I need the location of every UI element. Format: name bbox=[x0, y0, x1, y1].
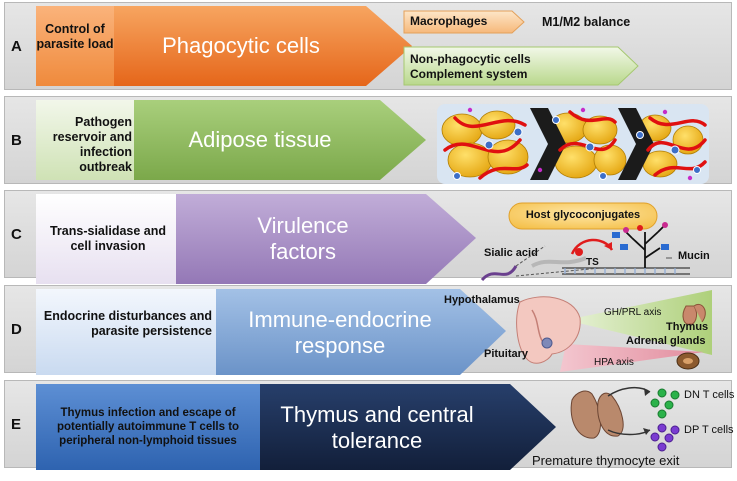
endocrine-axes-illustration bbox=[516, 290, 712, 372]
thymus-illustration bbox=[570, 386, 680, 452]
mucin-label: Mucin bbox=[678, 250, 710, 262]
host-glycoconjugates-label: Host glycoconjugates bbox=[525, 209, 641, 221]
row-letter: A bbox=[11, 37, 22, 55]
adrenal-glands-label: Adrenal glands bbox=[626, 335, 706, 347]
row-e-left-label: Thymus infection and escape of potential… bbox=[56, 407, 240, 447]
row-e-left-box bbox=[36, 384, 260, 470]
macrophages-arrow bbox=[403, 10, 525, 34]
non-phagocytic-label: Non-phagocytic cells bbox=[410, 52, 531, 66]
row-letter: C bbox=[11, 225, 22, 243]
gh-prl-axis-label: GH/PRL axis bbox=[604, 307, 662, 318]
row-d-arrow bbox=[216, 289, 506, 375]
row-d-left-box bbox=[36, 289, 216, 375]
row-b-left-box bbox=[36, 100, 134, 180]
dn-t-cells-label: DN T cells bbox=[684, 389, 735, 401]
row-letter: B bbox=[11, 131, 22, 149]
row-c-left-box bbox=[36, 194, 176, 284]
row-b-arrow bbox=[134, 100, 426, 180]
sialic-acid-label: Sialic acid bbox=[484, 247, 538, 259]
row-letter: D bbox=[11, 320, 22, 338]
hpa-axis-label: HPA axis bbox=[594, 357, 634, 368]
premature-exit-label: Premature thymocyte exit bbox=[532, 453, 680, 468]
row-b-title: Adipose tissue bbox=[188, 127, 332, 152]
row-c-arrow bbox=[176, 194, 476, 284]
dp-t-cells-label: DP T cells bbox=[684, 424, 734, 436]
row-e-arrow bbox=[260, 384, 556, 470]
hypothalamus-label: Hypothalamus bbox=[444, 294, 520, 306]
row-d-title: Immune-endocrine response bbox=[248, 307, 432, 358]
row-e-title: Thymus and central tolerance bbox=[280, 402, 474, 453]
adipose-tissue-illustration bbox=[437, 104, 709, 184]
row-letter: E bbox=[11, 415, 22, 433]
pituitary-label: Pituitary bbox=[484, 348, 529, 360]
trans-sialidase-illustration bbox=[480, 202, 690, 282]
row-b-left-label: Pathogen reservoir and infection outbrea… bbox=[52, 115, 132, 174]
macrophages-label: Macrophages bbox=[410, 14, 488, 28]
row-c-left-label: Trans-sialidase and cell invasion bbox=[49, 224, 167, 253]
ts-label: TS bbox=[586, 257, 599, 268]
complement-label: Complement system bbox=[410, 67, 528, 81]
row-a-arrow bbox=[114, 6, 412, 86]
row-c-title: Virulence factors bbox=[257, 213, 349, 264]
thymus-label: Thymus bbox=[666, 321, 709, 333]
non-phagocytic-arrow bbox=[403, 46, 639, 86]
row-a-left-box bbox=[36, 6, 114, 86]
row-a-title: Phagocytic cells bbox=[162, 33, 320, 58]
brain-pituitary-sketch bbox=[516, 296, 581, 364]
m1-m2-label: M1/M2 balance bbox=[542, 15, 631, 29]
row-a-left-label: Control of parasite load bbox=[36, 22, 114, 51]
row-d-left-label: Endocrine disturbances and parasite pers… bbox=[43, 309, 212, 338]
